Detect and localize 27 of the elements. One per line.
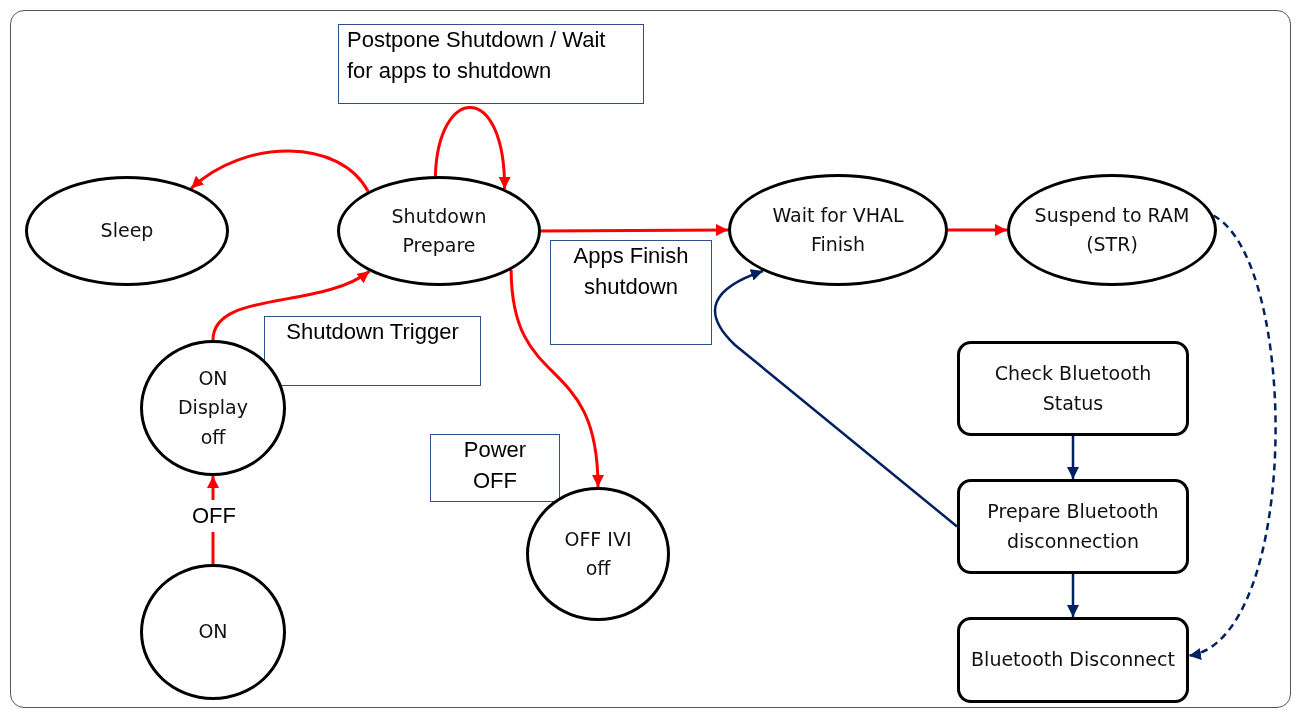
- arrow: [509, 269, 604, 488]
- state-label: Wait for VHAL Finish: [771, 202, 905, 257]
- edge-label: Postpone Shutdown / Wait for apps to shutdown: [338, 24, 644, 104]
- process-box: [957, 617, 1189, 703]
- arrow: [433, 106, 510, 189]
- state-label: Bluetooth Disconnect: [971, 647, 1175, 673]
- state-label: ON: [198, 619, 228, 645]
- arrow: [1188, 214, 1277, 657]
- arrow: [714, 269, 958, 528]
- edge-label: Shutdown Trigger: [264, 316, 481, 386]
- process-box: [957, 341, 1189, 436]
- state-label: Prepare Bluetooth disconnection: [986, 499, 1160, 554]
- state-label: Check Bluetooth Status: [993, 361, 1153, 416]
- state-label: Sleep: [100, 218, 154, 244]
- state-label: Suspend to RAM (STR): [1033, 202, 1191, 257]
- arrow: [190, 149, 370, 193]
- edge-label: Apps Finish shutdown: [550, 240, 712, 345]
- state-label: ON Display off: [176, 365, 249, 450]
- process-box: [957, 479, 1189, 574]
- arrow: [211, 269, 371, 341]
- arrow: [1067, 436, 1079, 479]
- state-label: OFF IVI off: [563, 526, 633, 581]
- state-label: Shutdown Prepare: [390, 203, 488, 258]
- arrow: [1067, 574, 1079, 617]
- edge-label: Power OFF: [430, 434, 560, 502]
- arrow: [948, 224, 1007, 236]
- arrow: [541, 224, 728, 237]
